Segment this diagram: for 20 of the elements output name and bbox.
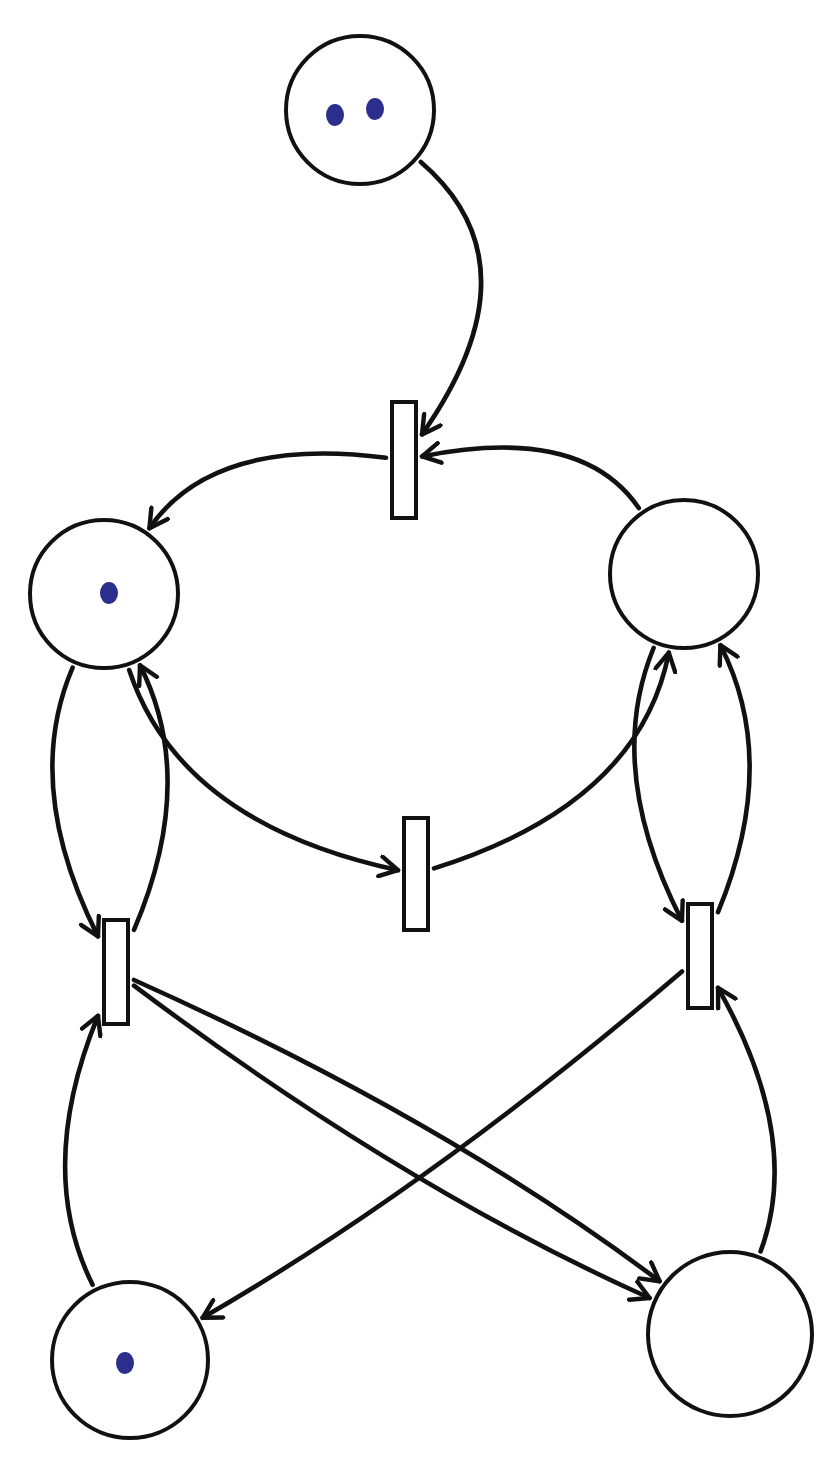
token-dot xyxy=(366,98,384,120)
transition-bar xyxy=(390,400,418,520)
arrow xyxy=(200,969,685,1321)
transition-bar xyxy=(686,902,714,1010)
token-dot xyxy=(326,104,344,126)
arrow xyxy=(131,663,170,933)
arrow xyxy=(431,650,677,871)
arrow xyxy=(715,642,752,915)
arrow xyxy=(632,645,686,924)
arrow xyxy=(418,159,484,437)
arrow xyxy=(715,985,777,1254)
token-dot xyxy=(116,1352,134,1374)
arrow xyxy=(50,665,102,939)
token-dot xyxy=(100,582,118,604)
transition-bar xyxy=(102,918,130,1026)
transition-bar xyxy=(402,816,430,932)
arrow xyxy=(147,451,389,531)
arrow xyxy=(62,1013,104,1288)
arrow xyxy=(126,667,401,878)
arrow xyxy=(419,441,642,511)
